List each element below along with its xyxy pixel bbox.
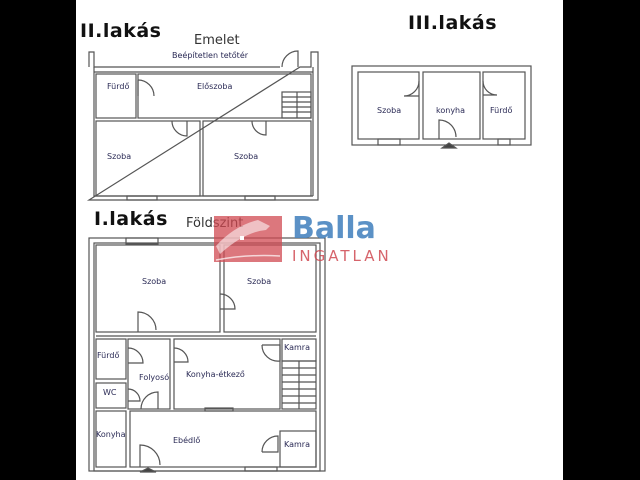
room-label-wc: WC: [103, 388, 117, 397]
room-label-konyha-etkezo: Konyha-étkező: [186, 370, 245, 379]
room-label-szoba-upper-right: Szoba: [234, 152, 259, 161]
room-label-konyha-ground: Konyha: [96, 430, 126, 439]
room-label-furdo-iii: Fürdő: [490, 106, 513, 115]
room-label-szoba-ground-left: Szoba: [142, 277, 167, 286]
room-label-szoba-upper-left: Szoba: [107, 152, 132, 161]
room-label-furdo-upper: Fürdő: [107, 82, 130, 91]
room-label-szoba-ground-right: Szoba: [247, 277, 272, 286]
room-label-szoba-iii: Szoba: [377, 106, 402, 115]
room-label-furdo-ground: Fürdő: [97, 351, 120, 360]
room-label-kamra-lower: Kamra: [284, 440, 310, 449]
house-logo-icon: [214, 216, 282, 262]
room-label-eloszoba: Előszoba: [197, 82, 233, 91]
room-label-konyha-iii: konyha: [436, 106, 466, 115]
room-label-ebedlo: Ebédlő: [173, 436, 201, 445]
attic-label: Beépítetlen tetőtér: [172, 51, 249, 60]
unit-iii-title: III.lakás: [408, 12, 498, 34]
unit-i-title: I.lakás: [94, 208, 168, 230]
unit-ii-title: II.lakás: [80, 20, 162, 42]
brand-tagline: INGATLAN: [292, 247, 392, 265]
room-label-kamra-upper: Kamra: [284, 343, 310, 352]
floor-label-upper: Emelet: [194, 33, 240, 48]
brand-name: Balla: [292, 211, 376, 246]
room-label-folyoso: Folyosó: [139, 373, 170, 382]
